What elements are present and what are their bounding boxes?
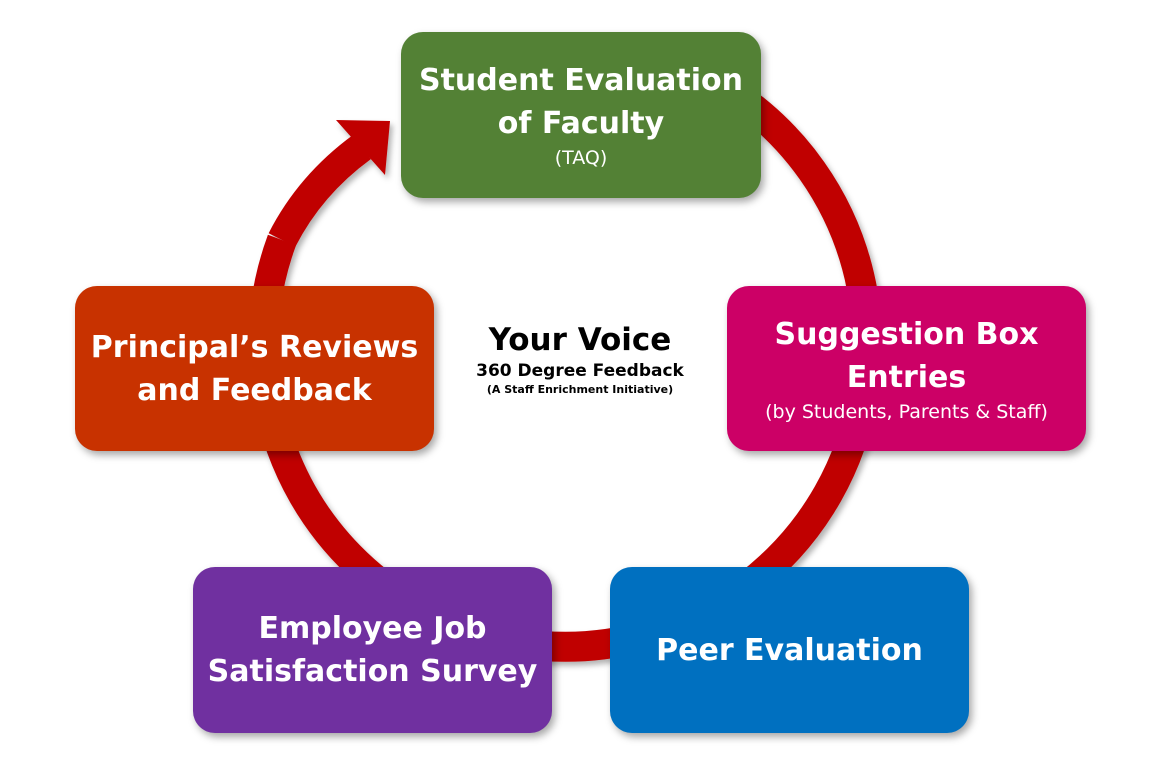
node-suggestion-title-line2: Entries — [846, 359, 967, 395]
node-employee-survey: Employee Job Satisfaction Survey — [193, 567, 552, 733]
node-peer-evaluation: Peer Evaluation — [610, 567, 969, 733]
cycle-arrow-shaft — [268, 134, 371, 247]
node-suggestion-box: Suggestion Box Entries (by Students, Par… — [727, 286, 1086, 451]
center-title: Your Voice — [488, 322, 672, 358]
node-suggestion-title-line1: Suggestion Box — [774, 316, 1039, 352]
center-subtitle: 360 Degree Feedback — [476, 361, 684, 381]
node-principal-title-line2: and Feedback — [137, 372, 372, 408]
cycle-arrowhead-icon — [336, 120, 390, 175]
node-suggestion-subtitle: (by Students, Parents & Staff) — [765, 400, 1048, 423]
node-student-evaluation: Student Evaluation of Faculty (TAQ) — [401, 32, 761, 198]
node-student-subtitle: (TAQ) — [554, 147, 608, 169]
node-employee-title-line2: Satisfaction Survey — [207, 654, 538, 689]
node-student-title-line2: of Faculty — [497, 106, 665, 141]
center-label: Your Voice 360 Degree Feedback (A Staff … — [455, 320, 705, 397]
node-peer-title: Peer Evaluation — [656, 632, 923, 668]
node-principal-reviews: Principal’s Reviews and Feedback — [75, 286, 434, 451]
node-student-title-line1: Student Evaluation — [418, 63, 744, 98]
node-principal-title-line1: Principal’s Reviews — [90, 329, 419, 365]
node-employee-title-line1: Employee Job — [258, 611, 487, 646]
center-note: (A Staff Enrichment Initiative) — [486, 383, 674, 396]
